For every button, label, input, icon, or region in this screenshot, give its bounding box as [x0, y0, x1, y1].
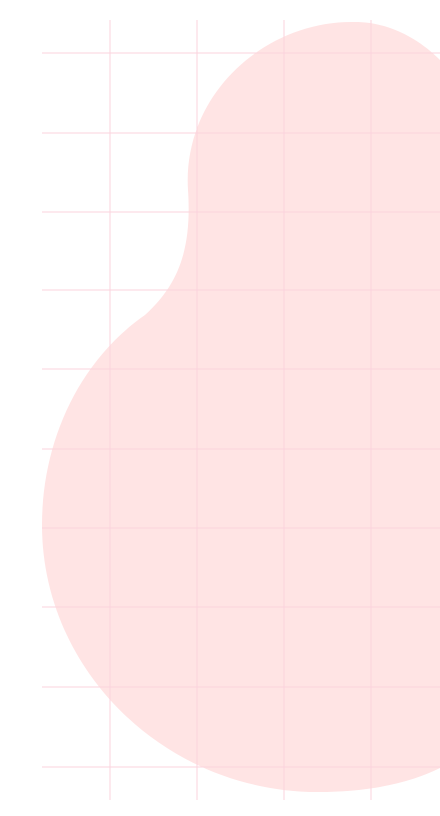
grid-lines: [42, 20, 440, 800]
pink-blob-shape: [42, 21, 440, 792]
